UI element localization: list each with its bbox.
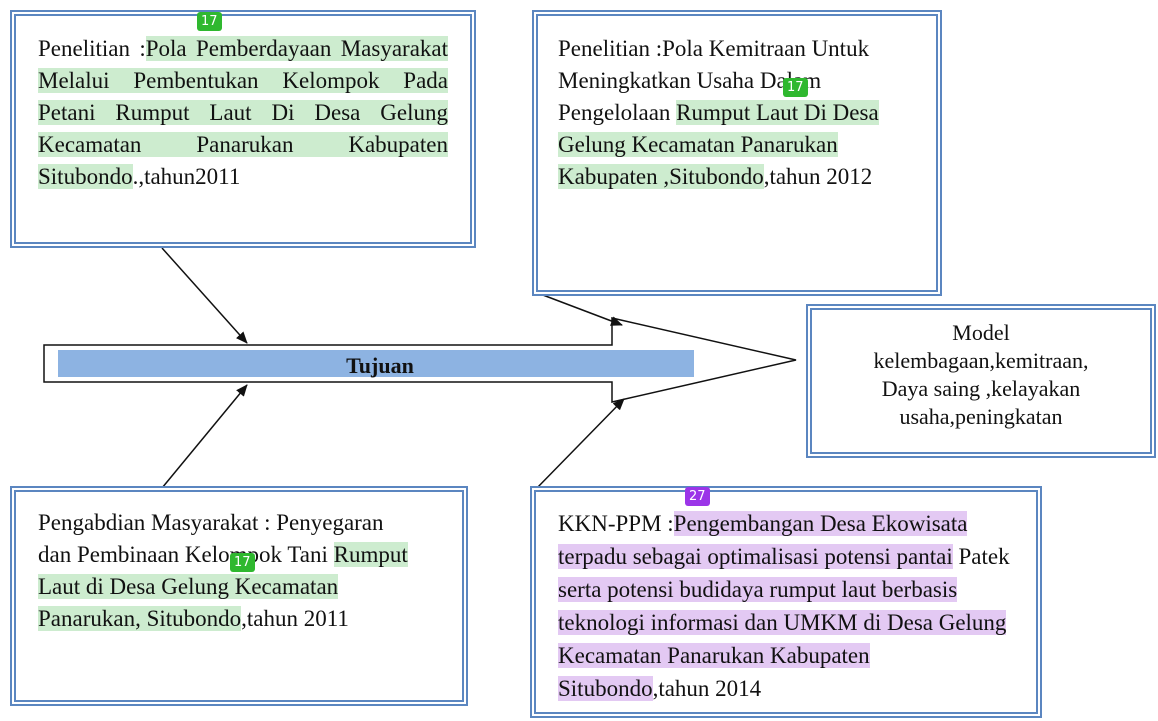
- connector-bottom-left: [161, 384, 248, 489]
- plain-text: ,tahun 2014: [652, 676, 762, 701]
- plain-text: .,tahun2011: [132, 164, 241, 189]
- badge-bottom-left: 17: [230, 553, 255, 572]
- model-line: Model: [952, 320, 1010, 345]
- model-line: usaha,peningkatan: [899, 404, 1063, 429]
- box-research-2012-text: Penelitian :Pola Kemitraan Untuk Meningk…: [558, 33, 898, 193]
- tujuan-bar: [58, 350, 694, 377]
- badge-top-right: 17: [783, 78, 808, 97]
- plain-text: ,tahun 2011: [241, 606, 349, 631]
- plain-text: Penelitian :: [38, 36, 146, 61]
- box-kkn-ppm-2014-text: KKN-PPM :Pengembangan Desa Ekowisata ter…: [558, 507, 1018, 705]
- plain-text: ,tahun 2012: [763, 164, 873, 189]
- connector-top-left: [161, 247, 248, 344]
- connector-top-right: [534, 291, 623, 326]
- model-line: kelembagaan,kemitraan,: [873, 348, 1089, 373]
- plain-text: Penelitian :Pola Kemitraan Untuk Meningk…: [558, 36, 870, 125]
- connector-bottom-right: [534, 398, 625, 491]
- tujuan-label: Tujuan: [346, 353, 414, 378]
- badge-top-left: 17: [197, 12, 222, 31]
- model-text: Model kelembagaan,kemitraan, Daya saing …: [820, 319, 1142, 431]
- highlighted-text: serta potensi budidaya rumput laut berba…: [558, 577, 1007, 701]
- plain-text: KKN-PPM :: [558, 511, 674, 536]
- plain-text: Pengabdian Masyarakat : Penyegaran dan P…: [38, 510, 384, 567]
- badge-bottom-right: 27: [685, 487, 710, 506]
- box-community-service-2011-text: Pengabdian Masyarakat : Penyegaran dan P…: [38, 507, 413, 635]
- box-model: [806, 304, 1156, 458]
- model-line: Daya saing ,kelayakan: [881, 376, 1081, 401]
- box-research-2011-text: Penelitian :Pola Pemberdayaan Masyarakat…: [38, 33, 449, 193]
- plain-text: Patek: [952, 544, 1010, 569]
